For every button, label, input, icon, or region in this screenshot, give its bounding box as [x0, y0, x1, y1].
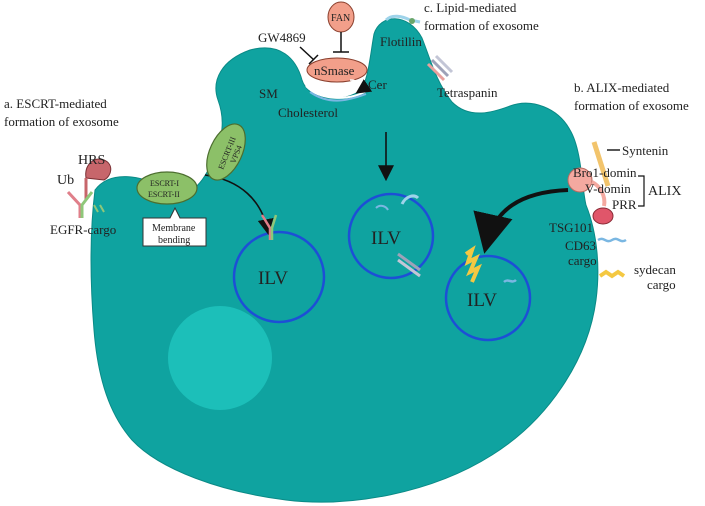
cell-body: [90, 18, 599, 503]
flotillin-label: Flotillin: [380, 34, 422, 49]
ilv-vesicle-a: [232, 230, 326, 324]
ilv-label-a: ILV: [258, 268, 288, 289]
sydecan-label: sydecan: [634, 262, 676, 277]
bro1-label: Bro1-domin: [573, 165, 637, 180]
tsg101-label: TSG101: [549, 220, 593, 235]
ilv-vesicle-b: [444, 254, 532, 342]
lipid-title-line1: c. Lipid-mediated: [424, 0, 517, 15]
cer-label: Cer: [368, 77, 387, 92]
nsmase-label: nSmase: [314, 63, 355, 78]
fan-protein: FAN: [327, 1, 355, 53]
escrt-ii-label: ESCRT-II: [148, 190, 180, 199]
sm-label: SM: [259, 86, 278, 101]
ilv-vesicle-c: [347, 192, 435, 280]
syntenin-label: Syntenin: [622, 143, 669, 158]
ilv-label-b: ILV: [467, 290, 497, 311]
tetraspanin-protein: [426, 54, 454, 82]
ilv-a-cargo: [260, 214, 278, 240]
membrane-label: Membrane: [152, 223, 196, 234]
gw4869-label: GW4869: [258, 30, 306, 45]
escrt-i-ii-complex: ESCRT-I ESCRT-II: [136, 171, 198, 205]
tsg101-protein: [592, 207, 614, 225]
prr-label: PRR: [612, 197, 637, 212]
cd63-label: CD63: [565, 238, 596, 253]
ilv-label-c: ILV: [371, 228, 401, 249]
egfr-receptor: [66, 190, 105, 218]
cd63-cargo-protein: [597, 237, 627, 243]
hrs-protein: [84, 158, 112, 200]
sydecan-cargo-protein: [598, 269, 626, 279]
lipid-membrane-molecules: [305, 79, 373, 102]
nsmase-enzyme: nSmase: [306, 57, 368, 83]
cd63-cargo-label: cargo: [568, 253, 597, 268]
alix-protein: [567, 167, 645, 207]
ilv-b-cargo: [464, 245, 517, 284]
membrane-bending-callout: Membrane bending: [142, 206, 207, 247]
egfr-cargo-label: EGFR-cargo: [50, 222, 116, 237]
cholesterol-label: Cholesterol: [278, 105, 338, 120]
escrt-title-line2: formation of exosome: [4, 114, 119, 129]
flotillin-protein: [384, 14, 421, 24]
ilv-c-cargo: [375, 194, 421, 278]
bending-label: bending: [158, 235, 190, 246]
alix-title-line2: formation of exosome: [574, 98, 689, 113]
hrs-label: HRS: [78, 153, 105, 168]
escrt-title-line1: a. ESCRT-mediated: [4, 96, 107, 111]
ub-label: Ub: [57, 173, 74, 188]
fan-label: FAN: [331, 13, 350, 24]
lipid-title-line2: formation of exosome: [424, 18, 539, 33]
alix-label: ALIX: [648, 184, 681, 199]
escrt-iii-vps4-complex: ESCRT-III VPS4: [206, 123, 246, 181]
nucleus: [168, 306, 272, 410]
alix-budding-arrow: [473, 188, 569, 254]
vdomin-label: V-domin: [585, 181, 631, 196]
syntenin-protein: [591, 141, 620, 187]
sydecan-cargo-label: cargo: [647, 277, 676, 292]
escrt-i-label: ESCRT-I: [150, 179, 179, 188]
tetraspanin-label: Tetraspanin: [437, 85, 498, 100]
alix-title-line1: b. ALIX-mediated: [574, 80, 670, 95]
